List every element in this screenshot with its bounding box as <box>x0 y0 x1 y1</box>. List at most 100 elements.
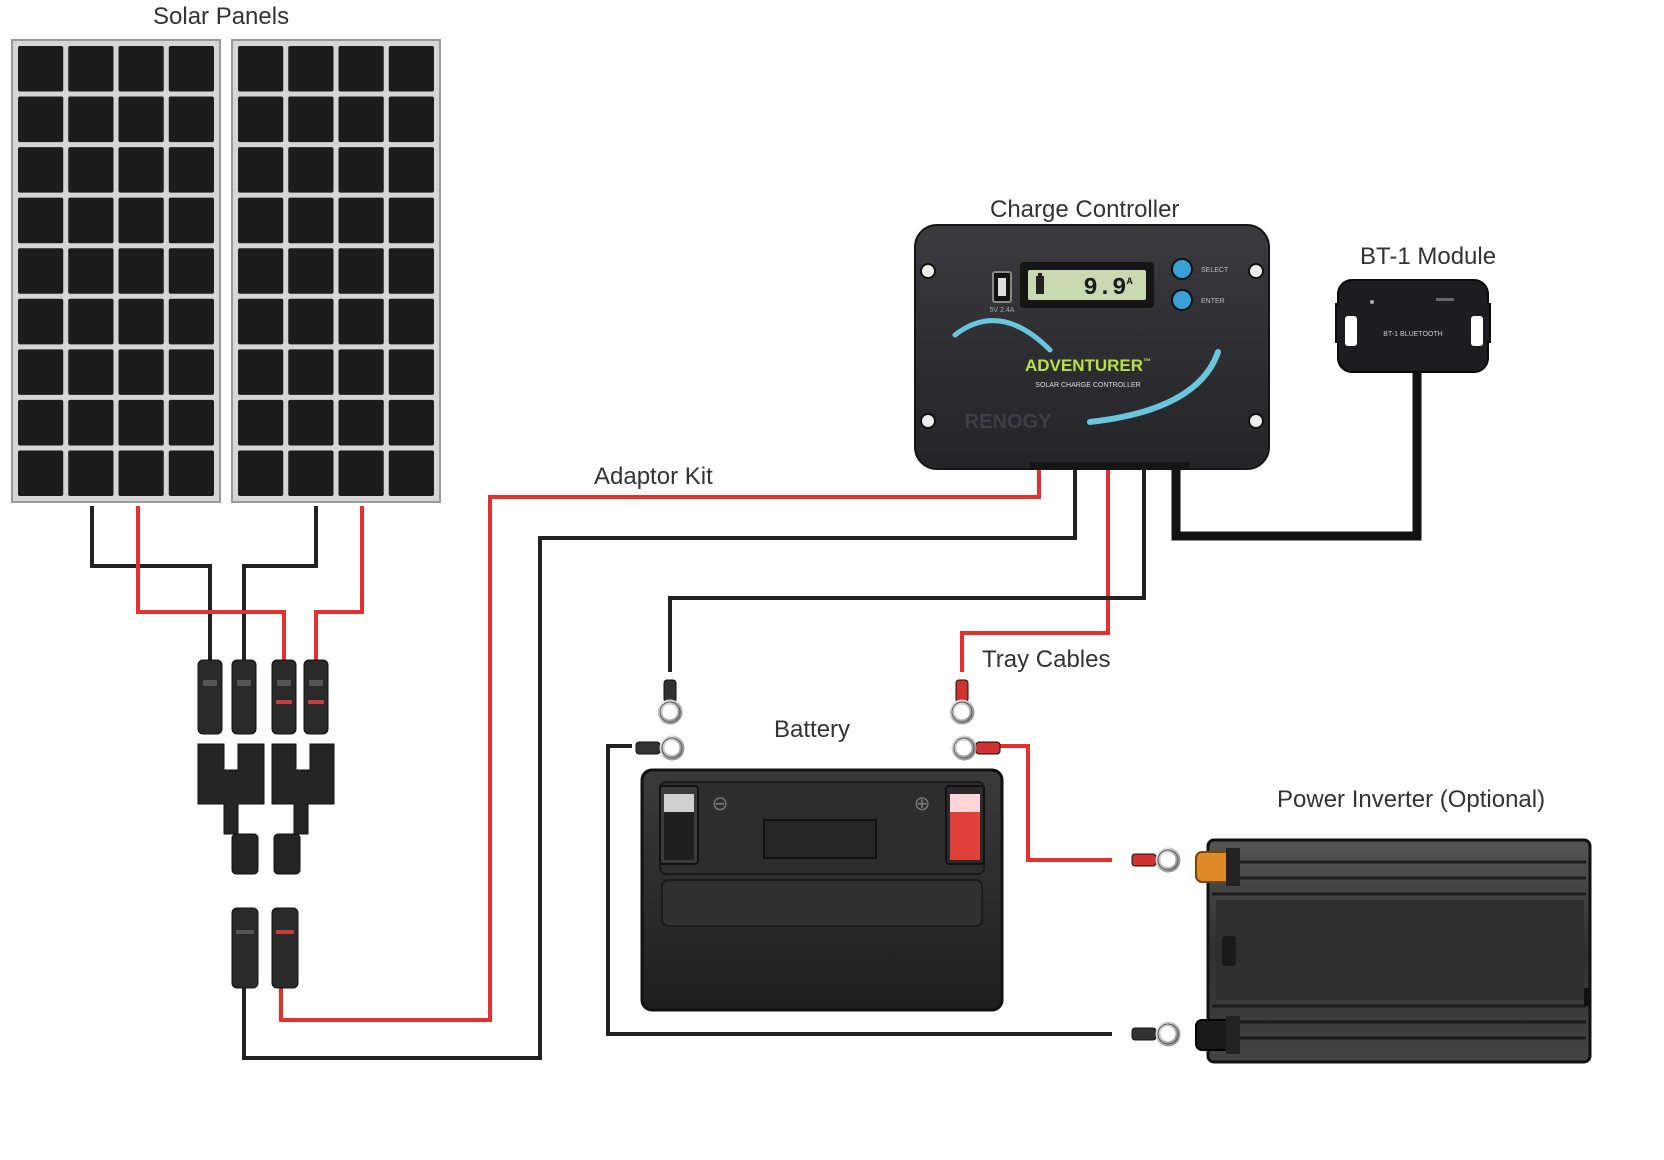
solar-cell <box>168 197 214 244</box>
inverter-negative-terminal <box>1195 1016 1240 1054</box>
inverter-positive-terminal <box>1195 848 1240 886</box>
solar-cell <box>168 96 214 143</box>
power-inverter <box>1195 838 1592 1064</box>
solar-cell <box>168 298 214 345</box>
enter-button-label: ENTER <box>1201 298 1225 305</box>
solar-cell <box>288 298 334 345</box>
solar-panel-right <box>231 39 441 503</box>
solar-cell <box>118 298 164 345</box>
maker-logo: RENOGY <box>965 411 1052 433</box>
brand-name: ADVENTURER™ <box>1025 356 1151 375</box>
label-tray-cables: Tray Cables <box>982 646 1111 673</box>
solar-cell <box>388 399 434 446</box>
select-button-label: SELECT <box>1201 267 1229 274</box>
label-battery: Battery <box>774 716 851 743</box>
solar-cell <box>68 399 114 446</box>
ring-terminals <box>635 679 1181 1047</box>
solar-cell <box>118 248 164 294</box>
solar-cell <box>238 450 284 496</box>
bt-module-device-text: BT-1 BLUETOOTH <box>1383 331 1442 338</box>
solar-cell <box>168 147 214 193</box>
solar-cell <box>338 197 384 244</box>
label-adaptor-kit: Adaptor Kit <box>594 463 713 490</box>
ring-terminal-icon <box>1131 1021 1181 1047</box>
bt-module: BT-1 BLUETOOTH <box>1335 279 1491 373</box>
controller-terminals <box>1030 462 1190 470</box>
solar-cell <box>338 46 384 92</box>
usb-label: 5V 2.4A <box>990 307 1015 314</box>
solar-cell <box>68 197 114 244</box>
solar-cell <box>18 96 64 143</box>
mc4-adaptor-kit <box>197 659 335 989</box>
mc4-connector-icon <box>231 907 299 989</box>
brand-subtitle: SOLAR CHARGE CONTROLLER <box>1035 382 1140 389</box>
ring-terminal-icon <box>949 679 975 725</box>
solar-cell <box>18 298 64 345</box>
solar-cell <box>238 298 284 345</box>
solar-cell <box>338 96 384 143</box>
solar-cell <box>238 147 284 193</box>
solar-cell <box>118 46 164 92</box>
solar-cell <box>388 248 434 294</box>
solar-cell <box>388 349 434 395</box>
solar-cell <box>288 349 334 395</box>
solar-cell <box>118 96 164 143</box>
solar-cell <box>118 147 164 193</box>
wires <box>90 370 1422 1060</box>
select-button[interactable] <box>1171 258 1193 280</box>
swoosh-right <box>1087 349 1221 425</box>
solar-cell <box>68 450 114 496</box>
solar-cell <box>168 248 214 294</box>
usb-port-icon <box>992 271 1012 303</box>
solar-cell <box>388 147 434 193</box>
solar-cell <box>68 96 114 143</box>
solar-cell <box>18 450 64 496</box>
solar-cell <box>388 96 434 143</box>
solar-cell <box>238 349 284 395</box>
solar-cell <box>168 399 214 446</box>
lcd-screen <box>1028 270 1146 300</box>
battery-positive-symbol: ⊕ <box>914 791 931 815</box>
solar-cell <box>288 147 334 193</box>
label-bt-module: BT-1 Module <box>1360 243 1497 270</box>
solar-cell <box>288 248 334 294</box>
solar-cell <box>288 450 334 496</box>
inverter-positive-wire <box>1000 744 1112 862</box>
solar-cell <box>168 349 214 395</box>
solar-cell <box>118 197 164 244</box>
solar-cell <box>338 450 384 496</box>
solar-cell <box>338 349 384 395</box>
mc4-connector-icon <box>197 659 329 735</box>
solar-cell <box>118 450 164 496</box>
battery-positive-terminal <box>945 785 985 865</box>
enter-button[interactable] <box>1171 289 1193 311</box>
solar-cell <box>68 349 114 395</box>
solar-cell <box>68 46 114 92</box>
label-solar-panels: Solar Panels <box>153 3 290 30</box>
solar-cell <box>238 197 284 244</box>
solar-cell <box>68 147 114 193</box>
inverter-negative-wire <box>606 744 1112 1036</box>
solar-cell <box>338 147 384 193</box>
solar-cell <box>18 46 64 92</box>
ring-terminal-icon <box>951 735 1001 761</box>
tray-cable-negative-wire <box>668 465 1146 672</box>
ring-terminal-icon <box>1131 847 1181 873</box>
ring-terminal-icon <box>635 735 685 761</box>
solar-cell <box>18 147 64 193</box>
mounting-hole-icon <box>920 263 1264 429</box>
ring-terminal-icon <box>657 679 683 725</box>
solar-cell <box>18 349 64 395</box>
battery-negative-symbol: ⊖ <box>712 791 729 815</box>
battery: ⊖ ⊕ <box>640 768 1004 1012</box>
solar-cell <box>118 399 164 446</box>
solar-cell <box>238 96 284 143</box>
solar-cell <box>288 46 334 92</box>
solar-cell <box>288 96 334 143</box>
solar-cell <box>238 399 284 446</box>
solar-cell <box>68 298 114 345</box>
solar-cell <box>118 349 164 395</box>
battery-negative-terminal <box>659 785 699 865</box>
solar-cell <box>168 46 214 92</box>
